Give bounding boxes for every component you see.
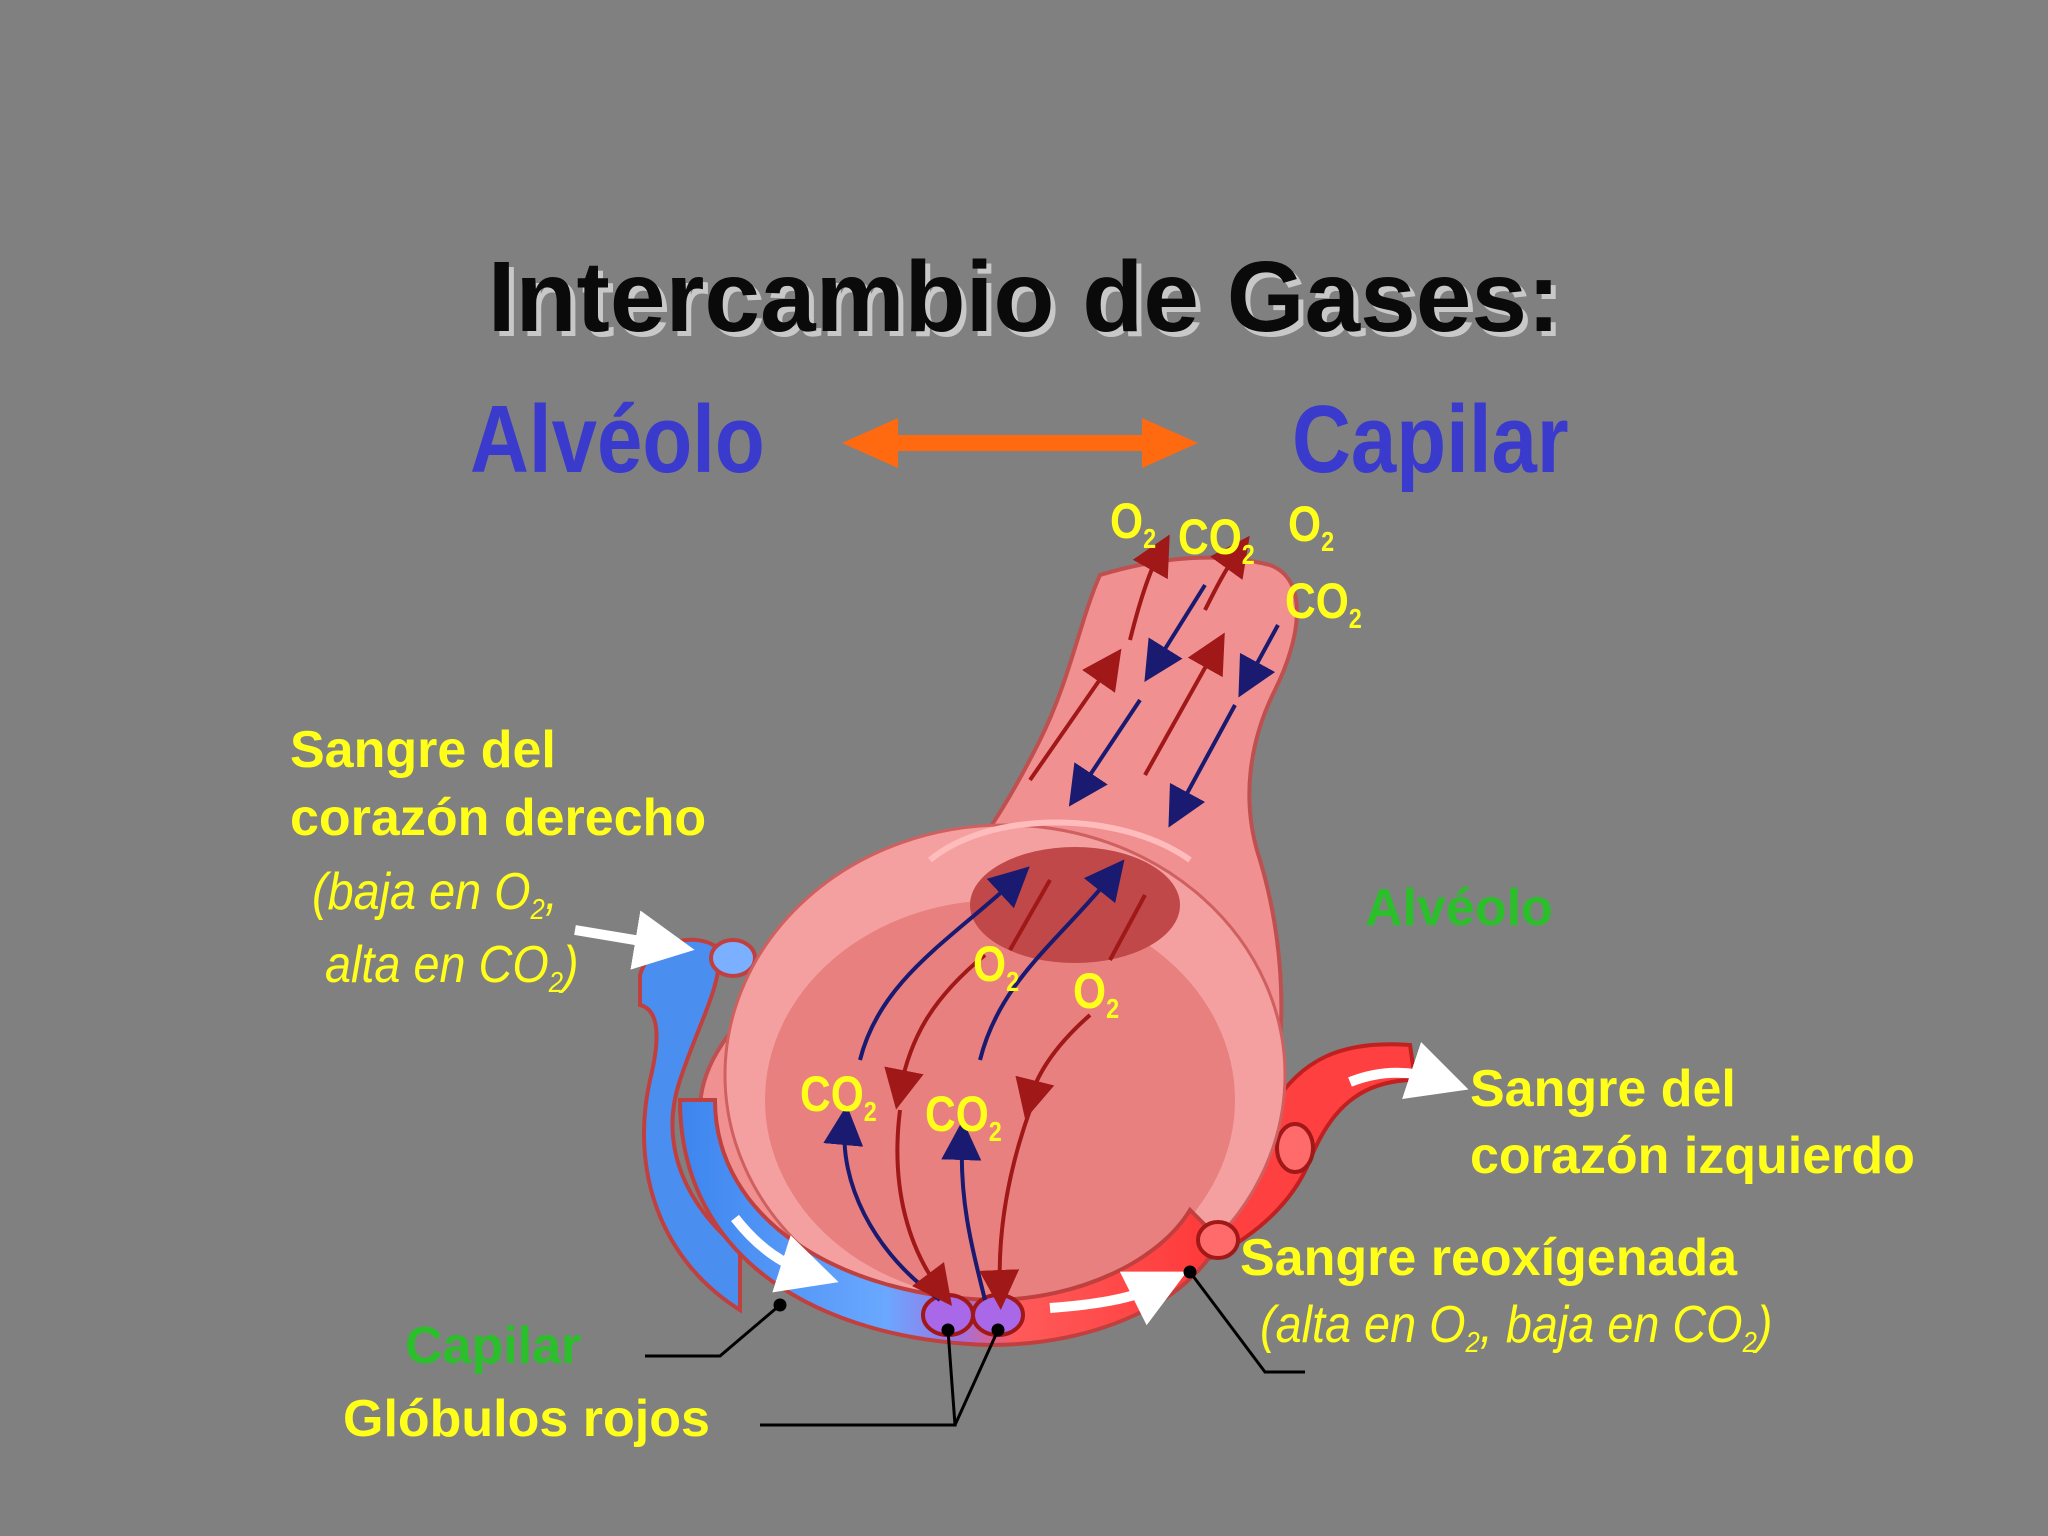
header-alveolus-label: Alvéolo xyxy=(470,386,765,493)
blood-flow-arrows xyxy=(574,910,1469,1326)
gas-label-o2: O2 xyxy=(1110,493,1157,554)
right-blood-label-line2: corazón izquierdo xyxy=(1470,1127,1915,1185)
reoxygenated-blood-label: Sangre reoxígenada xyxy=(1240,1229,1738,1287)
gas-label-o2: O2 xyxy=(973,936,1020,997)
leader-lines xyxy=(645,1265,1305,1427)
gas-label-o2: O2 xyxy=(1288,496,1335,557)
gas-label-co2: CO2 xyxy=(1285,573,1362,634)
right-blood-label-line1: Sangre del xyxy=(1470,1060,1736,1118)
page-title: Intercambio de Gases: xyxy=(487,241,1561,353)
red-blood-cells-label: Glóbulos rojos xyxy=(343,1390,710,1448)
left-blood-detail-1: (baja en O2, xyxy=(312,863,558,926)
gas-label-co2: CO2 xyxy=(800,1066,877,1127)
header-capillary-label: Capilar xyxy=(1292,386,1569,493)
gas-flow-arrows xyxy=(823,534,1280,1310)
left-blood-label-line2: corazón derecho xyxy=(290,789,707,847)
gas-label-co2: CO2 xyxy=(1178,509,1255,570)
reoxygenated-blood-detail: (alta en O2, baja en CO2) xyxy=(1260,1296,1773,1359)
gas-label-co2: CO2 xyxy=(925,1086,1002,1147)
bidirectional-arrow-icon xyxy=(842,418,1198,468)
gas-label-o2: O2 xyxy=(1073,963,1120,1024)
alveolus-label: Alvéolo xyxy=(1365,879,1553,937)
left-blood-label-line1: Sangre del xyxy=(290,721,556,779)
left-blood-detail-2: alta en CO2) xyxy=(325,936,579,999)
capillary-label: Capilar xyxy=(405,1317,582,1375)
